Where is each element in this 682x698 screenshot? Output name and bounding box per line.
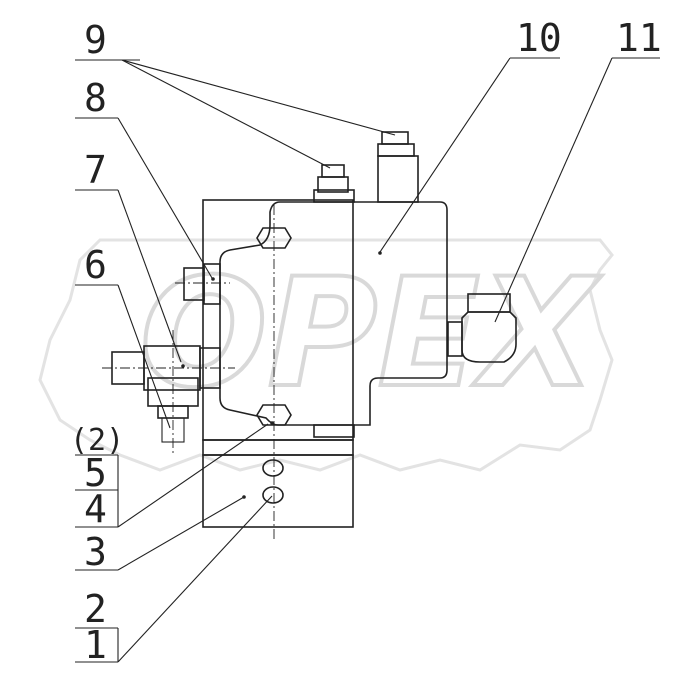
callout-9: 9 <box>84 18 107 62</box>
callout-8: 8 <box>84 76 107 120</box>
callout-1: 1 <box>84 623 107 667</box>
fitting-6-7 <box>102 330 235 455</box>
fitting-8 <box>175 263 230 305</box>
callout-10: 10 <box>516 16 562 60</box>
fitting-11 <box>447 293 517 363</box>
base-plates <box>202 439 354 528</box>
callout-6: 6 <box>84 243 107 287</box>
top-fittings <box>317 131 419 203</box>
callout-3: 3 <box>84 530 107 574</box>
callout-11: 11 <box>616 16 662 60</box>
callout-7: 7 <box>84 148 107 192</box>
watermark-text: OPEX <box>140 247 602 421</box>
callout-2: 2 <box>84 587 107 631</box>
callout-4: 4 <box>84 487 107 531</box>
leader-lines <box>75 57 660 663</box>
callout-2-paren: (2) <box>70 423 124 458</box>
watermark: OPEX <box>38 238 614 472</box>
callout-5: 5 <box>84 451 107 495</box>
